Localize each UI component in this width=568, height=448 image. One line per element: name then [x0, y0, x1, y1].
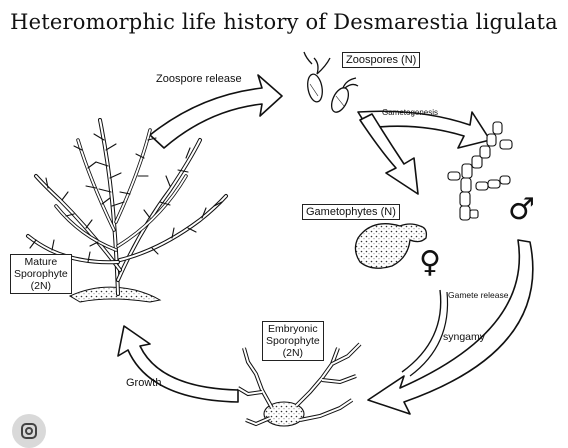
label-zoospore-release: Zoospore release — [156, 73, 242, 85]
lens-icon — [21, 423, 37, 439]
label-growth: Growth — [126, 377, 162, 389]
embryonic-line-2: Sporophyte — [266, 335, 320, 347]
label-mature-sporophyte: Mature Sporophyte (2N) — [10, 254, 72, 294]
label-gametophytes: Gametophytes (N) — [302, 204, 400, 220]
embryonic-sporophyte — [236, 342, 362, 427]
female-symbol: ♀ — [419, 245, 441, 280]
gametogenesis-down-arrow — [359, 113, 419, 195]
embryonic-line-3: (2N) — [282, 347, 304, 359]
lens-button[interactable] — [12, 414, 46, 448]
label-zoospores: Zoospores (N) — [342, 52, 421, 68]
mature-line-1: Mature — [24, 256, 58, 268]
diagram-title: Heteromorphic life history of Desmaresti… — [10, 10, 558, 34]
mature-line-3: (2N) — [30, 280, 52, 292]
zoospore-release-arrow — [149, 74, 283, 149]
label-gametogenesis: Gametogenesis — [382, 108, 439, 117]
male-symbol: ♂ — [508, 192, 535, 227]
embryonic-line-1: Embryonic — [268, 323, 318, 335]
mature-sporophyte — [26, 118, 228, 303]
gamete-release-arrow — [367, 239, 534, 415]
life-cycle-diagram: ♂ ♀ — [10, 10, 558, 448]
label-gamete-release: Gamete release — [448, 290, 509, 300]
growth-arrow — [117, 325, 239, 403]
diagram-drawing: ♂ ♀ — [26, 51, 535, 427]
mature-line-2: Sporophyte — [14, 268, 68, 280]
label-embryonic-sporophyte: Embryonic Sporophyte (2N) — [262, 321, 324, 361]
label-syngamy: syngamy — [443, 331, 486, 343]
male-gametophyte — [447, 121, 513, 221]
zoospore-cells — [303, 51, 359, 113]
female-gametophyte — [354, 223, 428, 269]
